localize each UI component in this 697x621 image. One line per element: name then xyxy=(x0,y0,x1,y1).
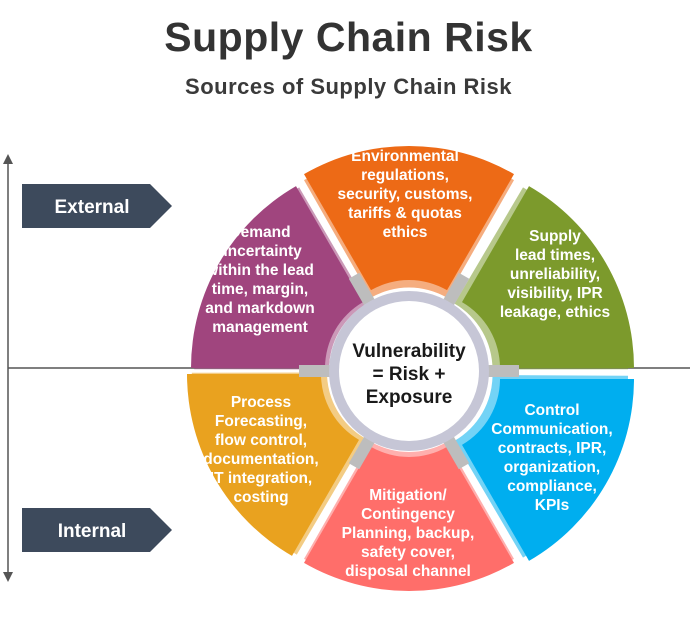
demand-segment-line: time, margin, xyxy=(212,281,308,298)
supply-segment-line: unreliability, xyxy=(510,266,600,283)
control-segment-line: Communication, xyxy=(491,421,612,438)
control-segment xyxy=(462,379,634,561)
environmental-segment-line: security, customs, xyxy=(338,186,473,203)
environmental-segment-line: Environmental xyxy=(351,148,459,165)
mitigation-segment-line: Mitigation/ xyxy=(369,487,447,504)
center-line-2: = Risk + xyxy=(373,364,446,385)
environmental-segment-line: tariffs & quotas xyxy=(348,205,462,222)
axis-arrow-down-icon xyxy=(3,572,13,582)
process-segment-line: Process xyxy=(231,394,291,411)
axis-arrow-up-icon xyxy=(3,154,13,164)
control-segment-line: contracts, IPR, xyxy=(498,440,607,457)
control-segment-line: Control xyxy=(524,402,579,419)
process-segment-line: IT integration, xyxy=(210,470,312,487)
supply-segment-line: leakage, ethics xyxy=(500,304,610,321)
demand-segment-line: and markdown xyxy=(205,300,314,317)
environmental-segment-label: Environmental regulations, security, custo… xyxy=(338,148,473,241)
control-segment-line: organization, xyxy=(504,459,600,476)
demand-segment-label: Demand uncertainty within the lead time, ma… xyxy=(205,224,315,336)
process-segment xyxy=(187,374,359,556)
mitigation-segment-line: safety cover, xyxy=(361,544,455,561)
mitigation-segment-line: Contingency xyxy=(361,506,455,523)
center-hub xyxy=(339,301,479,441)
demand-segment-line: management xyxy=(212,319,308,336)
environmental-segment xyxy=(304,145,514,291)
page-title: Supply Chain Risk xyxy=(164,14,533,60)
environmental-segment-line: ethics xyxy=(383,224,428,241)
supply-segment xyxy=(462,186,634,368)
mitigation-segment-line: Planning, backup, xyxy=(342,525,475,542)
process-segment-line: flow control, xyxy=(215,432,307,449)
process-segment-line: costing xyxy=(233,489,288,506)
mitigation-segment xyxy=(304,446,514,591)
external-badge: External xyxy=(22,184,172,228)
supply-segment-label: Supply lead times, unreliability, visibilit… xyxy=(500,228,610,321)
process-segment-line: Forecasting, xyxy=(215,413,307,430)
internal-badge: Internal xyxy=(22,508,172,552)
page-subtitle: Sources of Supply Chain Risk xyxy=(185,74,512,99)
wheel: Vulnerability = Risk + Exposure xyxy=(187,145,634,591)
demand-segment xyxy=(191,186,363,368)
center-line-3: Exposure xyxy=(366,387,453,408)
process-segment-line: documentation, xyxy=(203,451,318,468)
demand-segment-line: Demand xyxy=(229,224,290,241)
demand-segment-line: uncertainty xyxy=(218,243,302,260)
supply-segment-line: visibility, IPR xyxy=(507,285,602,302)
supply-segment-line: lead times, xyxy=(515,247,595,264)
demand-segment-line: within the lead xyxy=(205,262,314,279)
external-badge-label: External xyxy=(55,197,130,218)
control-segment-line: KPIs xyxy=(535,497,569,514)
environmental-segment-line: regulations, xyxy=(361,167,449,184)
mitigation-segment-line: disposal channel xyxy=(345,563,471,580)
internal-badge-label: Internal xyxy=(58,521,127,542)
supply-segment-line: Supply xyxy=(529,228,581,245)
center-line-1: Vulnerability xyxy=(352,341,466,362)
control-segment-line: compliance, xyxy=(507,478,597,495)
